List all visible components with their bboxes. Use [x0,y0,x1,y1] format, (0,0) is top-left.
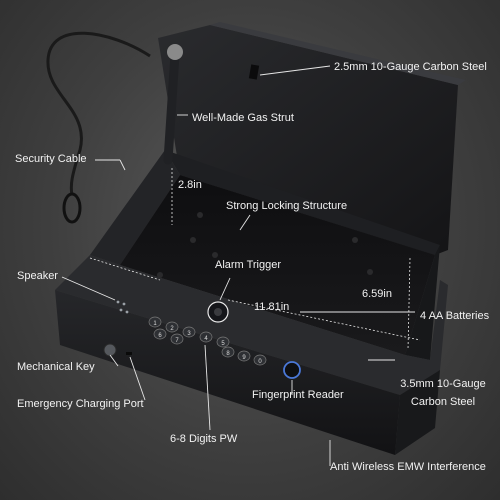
lid-edge [210,22,466,85]
label-batteries: 4 AA Batteries [420,310,490,322]
label-width: 11.81in [254,301,290,313]
safe-right-face [395,370,440,455]
keypad: 1 2 3 4 5 6 7 8 9 0 [148,316,267,366]
dimension-lines [89,168,421,351]
key-label: 9 [242,355,246,361]
keypad-key[interactable]: 4 [199,331,213,343]
fingerprint-reader[interactable] [283,361,301,379]
safe-inner-right [405,245,440,360]
keypad-key[interactable]: 1 [148,316,162,328]
label-charging-port: Emergency Charging Port [17,398,144,410]
gas-strut [163,50,180,165]
label-gas-strut: Well-Made Gas Strut [192,112,294,124]
keypad-key[interactable]: 5 [216,336,230,348]
keypad-key[interactable]: 2 [165,321,179,333]
safe-front-face [55,290,400,455]
key-label: 5 [221,341,225,347]
label-anti-wireless: Anti Wireless EMW Interference [330,461,486,473]
safe-lid [158,25,458,255]
keypad-key[interactable]: 7 [170,333,184,345]
keypad-key[interactable]: 8 [221,346,235,358]
keypad-key[interactable]: 3 [182,326,196,338]
safe-inner-left [90,150,180,265]
keypad-key[interactable]: 9 [237,350,251,362]
safe-rim [55,255,448,395]
key-label: 8 [226,351,230,357]
mechanical-key-lock[interactable] [103,343,117,357]
label-speaker: Speaker [17,270,58,282]
label-security-cable: Security Cable [15,153,87,165]
key-label: 4 [204,336,208,342]
leader-lines [61,65,415,466]
safe-inner-back [165,150,440,255]
label-alarm-trigger: Alarm Trigger [215,259,282,271]
keypad-key[interactable]: 0 [253,354,267,366]
label-carbon-steel-body: 3.5mm 10-Gauge Carbon Steel [398,377,488,409]
key-label: 0 [258,359,262,365]
key-label: 2 [170,326,174,332]
key-label: 7 [175,338,179,344]
speaker-holes [116,300,129,314]
keypad-key[interactable]: 6 [153,328,167,340]
label-carbon-steel-body-line1: 3.5mm 10-Gauge [400,378,486,390]
key-label: 1 [153,321,157,327]
label-locking-structure: Strong Locking Structure [226,200,348,212]
label-carbon-steel-body-line2: Carbon Steel [410,396,476,408]
cable-loop [62,192,82,224]
label-carbon-steel-lid: 2.5mm 10-Gauge Carbon Steel [334,61,487,73]
lid-latch [248,64,260,80]
alarm-trigger-center [214,308,222,316]
security-cable [46,31,151,196]
key-label: 6 [158,333,162,339]
label-depth: 6.59in [362,288,392,300]
label-digits-pw: 6-8 Digits PW [170,433,238,445]
charging-port[interactable] [126,352,132,355]
label-height: 2.8in [178,179,202,191]
interior-mounting-holes [157,212,373,278]
key-label: 3 [187,331,191,337]
strut-hinge [167,44,183,60]
safe-inner-floor [120,175,435,355]
label-mechanical-key: Mechanical Key [17,361,95,373]
label-fingerprint-reader: Fingerprint Reader [252,389,344,401]
